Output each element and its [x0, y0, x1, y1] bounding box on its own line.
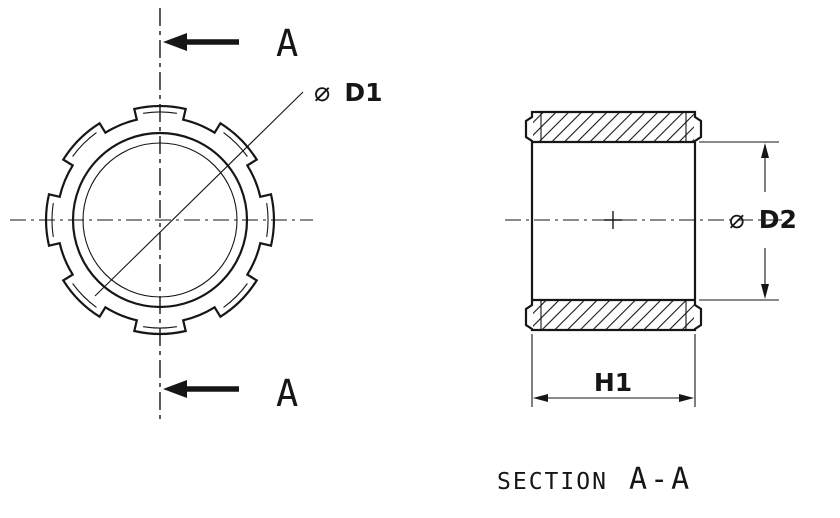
h1-arrow-right [679, 394, 694, 402]
d1-diameter-symbol: ⌀ [314, 77, 330, 108]
h1-dimension: H1 [531, 334, 696, 407]
section-arrow-top-head [163, 33, 187, 51]
section-arrow-bottom: A [163, 372, 298, 415]
d2-name: D2 [759, 205, 797, 234]
section-view: ⌀ D2 H1 SECTION A-A [497, 110, 797, 497]
d1-leader-line [94, 91, 304, 297]
h1-label: H1 [594, 368, 632, 397]
section-caption: SECTION A-A [497, 462, 692, 497]
front-view: A A ⌀ D1 [10, 8, 383, 420]
bore-inner-circle [82, 142, 238, 298]
d1-label: ⌀ D1 [314, 77, 383, 108]
section-caption-ref: A-A [629, 462, 692, 497]
center-mark [604, 211, 622, 229]
section-arrow-bottom-head [163, 380, 187, 398]
wall-lobe-edges [540, 112, 687, 330]
d1-dimension: ⌀ D1 [94, 77, 383, 297]
d2-dimension: ⌀ D2 [699, 141, 797, 301]
h1-arrow-left [533, 394, 548, 402]
hatch-bottom-wall [533, 301, 694, 329]
knurled-outer-profile [44, 104, 276, 336]
hatch-top-wall [533, 113, 694, 141]
bore-outer-circle [71, 131, 249, 309]
d2-label: ⌀ D2 [729, 205, 797, 235]
section-arrow-top: A [163, 22, 298, 65]
section-caption-word: SECTION [497, 469, 608, 495]
section-outer-profile [524, 110, 703, 332]
d2-diameter-symbol: ⌀ [729, 205, 745, 235]
d2-arrow-down [761, 284, 769, 299]
section-label-top: A [276, 22, 298, 65]
lobe-chamfer-arcs [51, 111, 269, 329]
d1-name: D1 [344, 78, 382, 107]
section-label-bottom: A [276, 372, 298, 415]
d2-arrow-up [761, 143, 769, 158]
